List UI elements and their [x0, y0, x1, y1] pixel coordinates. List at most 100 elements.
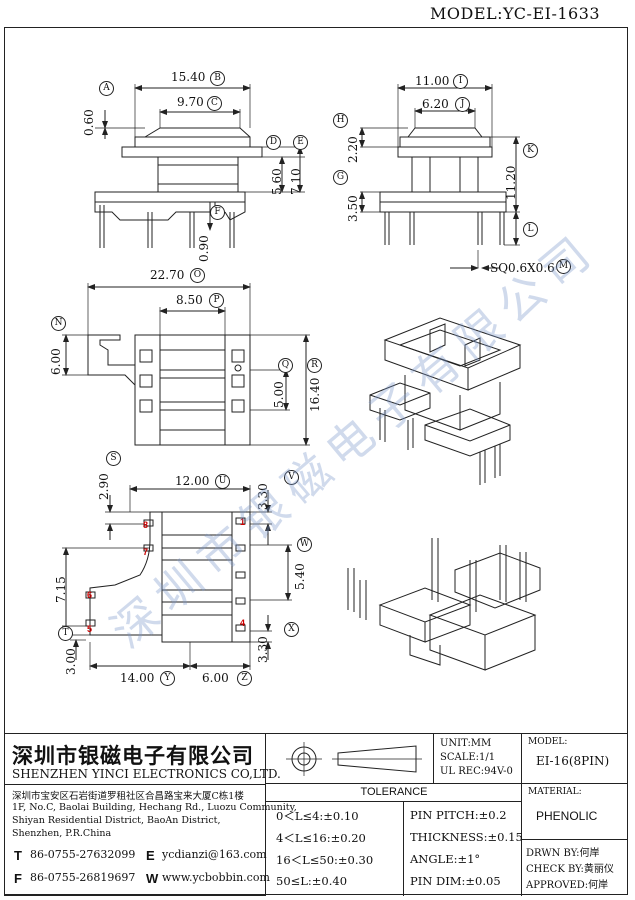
tolerance-header: TOLERANCE — [266, 784, 522, 802]
marker-h: H — [333, 113, 348, 128]
projection-symbol-icon — [286, 742, 422, 776]
unit-text: UNIT:MM — [440, 738, 492, 749]
tolerance-title: TOLERANCE — [360, 786, 428, 798]
checked-by: CHECK BY:黄丽仪 — [526, 864, 614, 875]
dim-3-30-top: 3.30 — [256, 483, 270, 510]
projection-symbol-cell — [266, 734, 434, 784]
dim-5-40: 5.40 — [293, 563, 307, 590]
tolerance-row: 0＜L≤4:±0.10 — [276, 809, 359, 823]
marker-z: Z — [237, 671, 252, 686]
phone-value: 86-0755-27632099 — [30, 848, 136, 861]
marker-e: E — [293, 135, 308, 150]
tolerance-row: ANGLE:±1° — [410, 852, 481, 866]
marker-l: L — [523, 222, 538, 237]
side-view — [359, 84, 520, 271]
tolerance-row: 4＜L≤16:±0.20 — [276, 831, 366, 845]
drawing-frame — [4, 27, 628, 895]
dim-14-00: 14.00 — [120, 671, 155, 685]
dim-0-60: 0.60 — [82, 109, 96, 136]
dim-2-90: 2.90 — [97, 473, 111, 500]
marker-b: B — [210, 71, 225, 86]
material-label: MATERIAL: — [528, 787, 582, 797]
marker-d: D — [266, 135, 281, 150]
dim-11-00: 11.00 — [415, 74, 450, 88]
marker-p: P — [209, 293, 224, 308]
phone-label: T — [14, 848, 22, 863]
pin-8-label: 8 — [143, 520, 149, 530]
company-address-en-3: Shenzhen, P.R.China — [12, 828, 112, 839]
website-value: www.ycbobbin.com — [162, 871, 270, 884]
marker-t: T — [58, 626, 73, 641]
marker-x: X — [284, 622, 299, 637]
marker-m: M — [556, 259, 571, 274]
company-cell: 深圳市银磁电子有限公司 SHENZHEN YINCI ELECTRONICS C… — [4, 734, 297, 896]
marker-i: I — [453, 74, 468, 89]
dim-5-60: 5.60 — [270, 168, 284, 195]
pin-1-label: 1 — [240, 517, 246, 527]
dim-15-40: 15.40 — [171, 70, 206, 84]
email-label: E — [146, 848, 155, 863]
model-label: MODEL: — [528, 737, 568, 747]
approved-by: APPROVED:何岸 — [526, 880, 609, 891]
company-name-en: SHENZHEN YINCI ELECTRONICS CO,LTD. — [12, 767, 281, 781]
marker-g: G — [333, 170, 348, 185]
dim-22-70: 22.70 — [150, 268, 185, 282]
dim-9-70: 9.70 — [177, 95, 204, 109]
dim-6-00-bottom: 6.00 — [202, 671, 229, 685]
company-address-en-2: Shiyan Residential District, BaoAn Distr… — [12, 815, 221, 826]
dim-12-00: 12.00 — [175, 474, 210, 488]
website-label: W — [146, 871, 159, 886]
dim-5-00: 5.00 — [272, 381, 286, 408]
approval-cell: DRWN BY:何岸 CHECK BY:黄丽仪 APPROVED:何岸 — [522, 840, 628, 896]
pin-6-label: 6 — [87, 590, 93, 600]
dim-7-15: 7.15 — [54, 576, 68, 603]
tolerance-row: 16＜L≤50:±0.30 — [276, 853, 374, 867]
tolerance-left: 0＜L≤4:±0.10 4＜L≤16:±0.20 16＜L≤50:±0.30 5… — [266, 802, 404, 896]
dim-6-00-top: 6.00 — [49, 348, 63, 375]
dim-3-00: 3.00 — [64, 648, 78, 675]
marker-s: S — [106, 451, 121, 466]
marker-u: U — [215, 474, 230, 489]
marker-v: V — [284, 470, 299, 485]
tolerance-row: THICKNESS:±0.15 — [410, 830, 523, 844]
fax-label: F — [14, 871, 22, 886]
marker-o: O — [190, 268, 205, 283]
company-name-cn: 深圳市银磁电子有限公司 — [12, 743, 254, 768]
dim-16-40: 16.40 — [308, 377, 322, 412]
isometric-view-bottom — [347, 538, 541, 671]
top-view — [62, 283, 310, 446]
pin-7-label: 7 — [143, 547, 149, 557]
model-cell: MODEL: EI-16(8PIN) — [522, 734, 628, 784]
front-view — [94, 84, 305, 248]
tolerance-row: PIN DIM:±0.05 — [410, 874, 501, 888]
marker-n: N — [51, 316, 66, 331]
dim-11-20: 11.20 — [504, 165, 518, 200]
dim-8-50: 8.50 — [176, 293, 203, 307]
material-cell: MATERIAL: PHENOLIC — [522, 784, 628, 840]
spec-cell: UNIT:MM SCALE:1/1 UL REC:94V-0 — [434, 734, 522, 784]
model-title: MODEL:YC-EI-1633 — [430, 4, 601, 23]
dim-6-20: 6.20 — [422, 97, 449, 111]
dim-3-30-bottom: 3.30 — [256, 636, 270, 663]
tolerance-row: 50≤L:±0.40 — [276, 874, 348, 888]
ul-text: UL REC:94V-0 — [440, 766, 513, 777]
dim-sq: SQ0.6X0.6 — [490, 261, 555, 275]
marker-a: A — [99, 81, 114, 96]
title-block: 深圳市银磁电子有限公司 SHENZHEN YINCI ELECTRONICS C… — [4, 733, 628, 896]
material-value: PHENOLIC — [536, 809, 598, 823]
marker-w: W — [297, 537, 312, 552]
marker-f: F — [210, 205, 225, 220]
bottom-view — [62, 485, 292, 670]
dim-0-90: 0.90 — [197, 235, 211, 262]
marker-k: K — [523, 143, 538, 158]
tolerance-row: PIN PITCH:±0.2 — [410, 808, 507, 822]
dim-7-10: 7.10 — [289, 168, 303, 195]
dim-2-20: 2.20 — [346, 136, 360, 163]
tolerance-right: PIN PITCH:±0.2 THICKNESS:±0.15 ANGLE:±1°… — [404, 802, 523, 896]
company-address-cn: 深圳市宝安区石岩街道罗租社区合昌路宝来大厦C栋1楼 — [12, 791, 244, 802]
drawn-by: DRWN BY:何岸 — [526, 848, 600, 859]
model-value: EI-16(8PIN) — [536, 754, 610, 768]
isometric-view-top — [369, 317, 522, 485]
pin-5-label: 5 — [87, 624, 93, 634]
